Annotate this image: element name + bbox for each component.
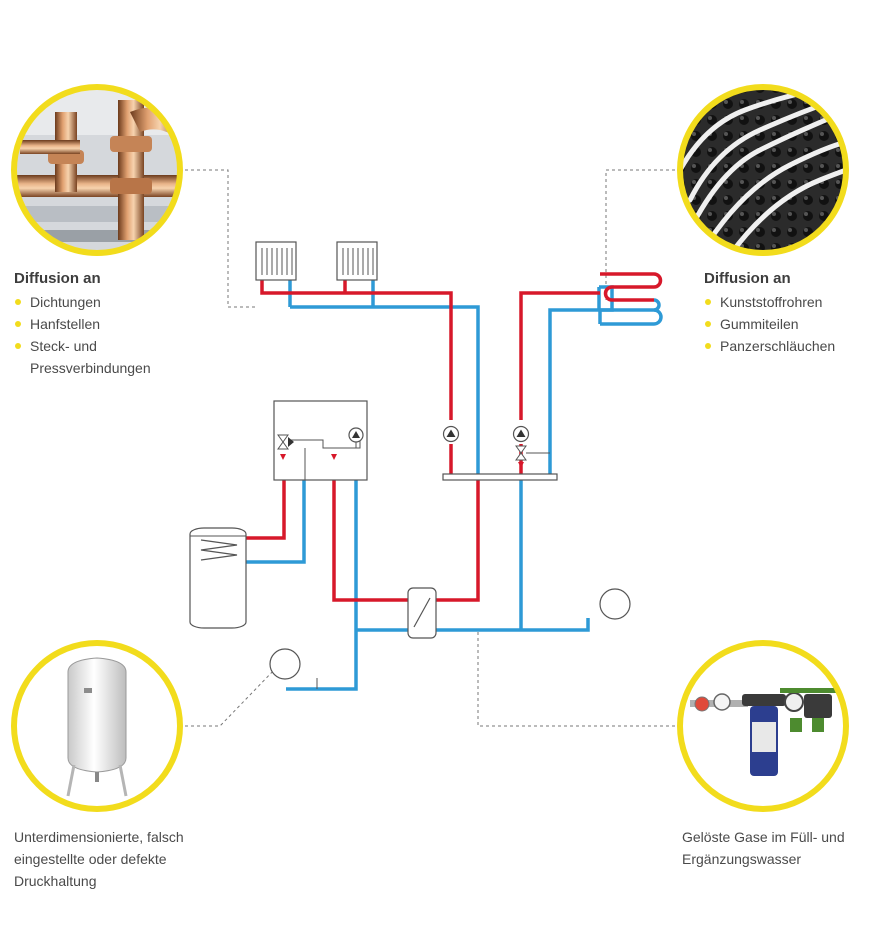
caption-line: Druckhaltung (14, 873, 97, 889)
list-item-text: Hanfstellen (30, 316, 101, 332)
list-item-text: Kunststoffrohren (720, 294, 823, 310)
floor-supply-line (519, 291, 600, 420)
label-pressure-maintenance: Unterdimensionierte, falsch eingestellte… (14, 826, 214, 892)
list-item-text: Steck- und Pressverbindungen (30, 338, 151, 376)
label-dissolved-gases: Gelöste Gase im Füll- und Ergänzungswass… (682, 826, 867, 870)
label-heading: Diffusion an (14, 270, 101, 287)
leader-lines (185, 169, 675, 727)
boiler-return-line (286, 480, 358, 691)
supply-lines (246, 280, 600, 602)
floor-mixing-valve (515, 445, 550, 468)
floor-return-line (548, 285, 614, 476)
list-item: Panzerschläuchen (704, 335, 869, 357)
list-item-text: Panzerschläuchen (720, 338, 836, 354)
list-item-text: Dichtungen (30, 294, 101, 310)
list-item: Gummiteilen (704, 313, 869, 335)
label-heading: Diffusion an (704, 270, 791, 287)
main-supply-line (332, 480, 480, 602)
leader-line-bottom-left (185, 667, 277, 727)
list-item-text: Gummiteilen (720, 316, 799, 332)
label-diffusion-left: Diffusion an Dichtungen Hanfstellen Stec… (14, 268, 214, 379)
bullet-dot-icon (705, 321, 711, 327)
leader-line-top-right (605, 169, 675, 300)
bullet-dot-icon (15, 321, 21, 327)
radiator-supply-line (260, 280, 453, 420)
bullet-dot-icon (705, 343, 711, 349)
radiator-left (255, 241, 297, 281)
caption-line: Unterdimensionierte, falsch (14, 829, 184, 845)
diffusion-list: Dichtungen Hanfstellen Steck- und Pressv… (14, 291, 214, 379)
photo-copper-fittings (11, 84, 183, 256)
photo-underfloor-pipes (677, 84, 849, 256)
underfloor-loop (598, 272, 663, 326)
main-return-line (356, 618, 590, 632)
photo-water-treatment-unit (677, 640, 849, 812)
leader-line-bottom-right (477, 630, 675, 727)
list-item: Dichtungen (14, 291, 214, 313)
caption-line: Ergänzungswasser (682, 851, 802, 867)
list-item: Kunststoffrohren (704, 291, 869, 313)
distribution-manifold (442, 473, 558, 481)
label-diffusion-right: Diffusion an Kunststoffrohren Gummiteile… (704, 268, 869, 357)
storage-return-line (246, 480, 306, 564)
diffusion-list: Kunststoffrohren Gummiteilen Panzerschlä… (704, 291, 869, 357)
list-item: Steck- und Pressverbindungen (14, 335, 214, 379)
photo-expansion-vessel (11, 640, 183, 812)
caption-line: Gelöste Gase im Füll- und (682, 829, 845, 845)
bullet-dot-icon (15, 299, 21, 305)
floor-circuit-pump (512, 425, 530, 443)
leader-line-top-left (185, 169, 258, 308)
list-item: Hanfstellen (14, 313, 214, 335)
storage-supply-line (246, 480, 286, 540)
radiator-right (336, 241, 378, 281)
caption-line: eingestellte oder defekte (14, 851, 167, 867)
hot-water-storage-tank (189, 527, 247, 629)
pressure-gauge-right (599, 588, 631, 620)
heat-generator-box (273, 400, 368, 481)
hydraulic-separator (407, 587, 437, 639)
radiator-circuit-pump (442, 425, 460, 443)
pressure-gauge-left (269, 648, 318, 689)
bullet-dot-icon (15, 343, 21, 349)
bullet-dot-icon (705, 299, 711, 305)
